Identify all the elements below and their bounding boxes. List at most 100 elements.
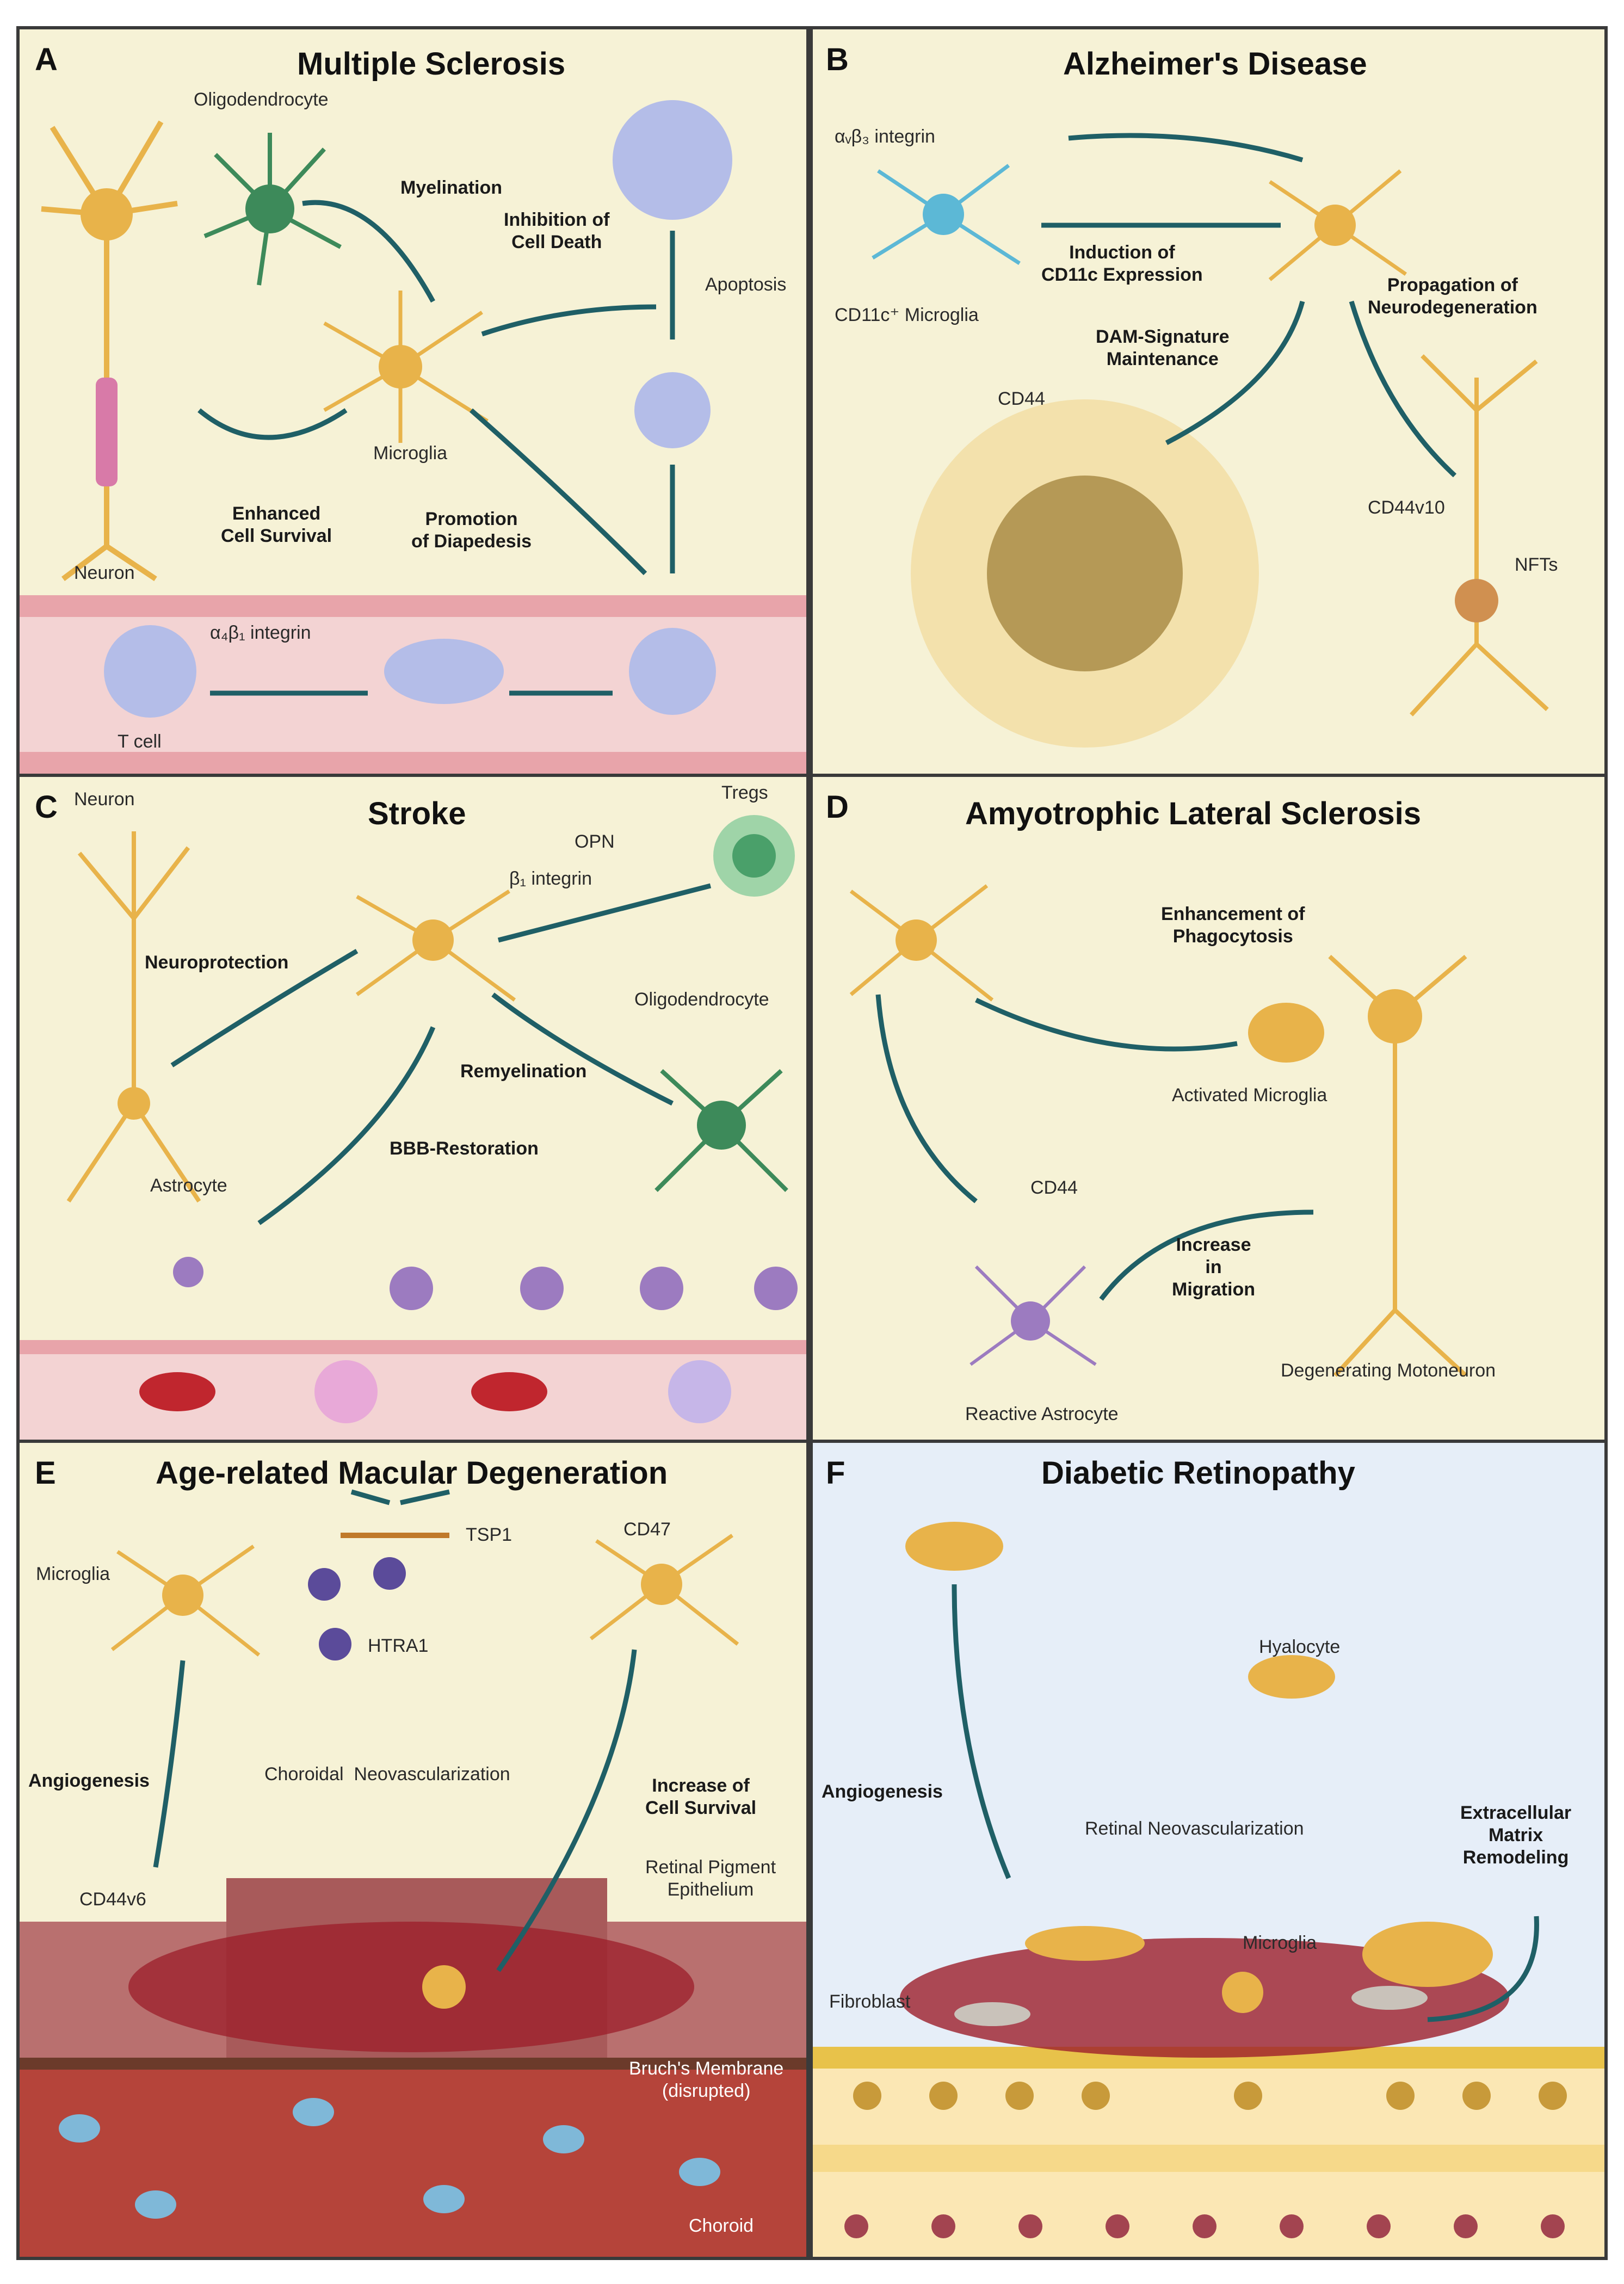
motoneuron-body xyxy=(1368,989,1422,1044)
astrocytes xyxy=(173,1257,798,1310)
microglia-body-left xyxy=(162,1575,203,1616)
phagocytosis-label: Enhancement of Phagocytosis xyxy=(1161,904,1305,947)
htra1-molecules xyxy=(308,1557,406,1660)
fibroblast-shape xyxy=(954,2002,1030,2026)
oligodendrocyte-body xyxy=(245,184,294,233)
microglia-label: Microglia xyxy=(373,443,448,464)
red-blood-cell xyxy=(471,1372,547,1411)
rnv-label: Retinal Neovascularization xyxy=(1085,1818,1304,1839)
induction-cd11c-label: Induction of CD11c Expression xyxy=(1041,242,1203,285)
endothelium xyxy=(20,1340,806,1354)
t-cell-migrating xyxy=(634,372,711,448)
choroidal-neovascularization xyxy=(128,1922,694,2052)
t-cell-rolling xyxy=(384,639,504,704)
panel-e-title: Age-related Macular Degeneration xyxy=(156,1455,668,1491)
cell-survival-label: Increase of Cell Survival xyxy=(645,1775,757,1818)
reactive-astrocyte-body xyxy=(1011,1301,1050,1341)
neuron-label: Neuron xyxy=(74,563,135,583)
panel-d-letter: D xyxy=(826,789,849,825)
cd11c-microglia-body xyxy=(923,194,964,235)
t-cell-adhering xyxy=(629,628,716,715)
leukocyte xyxy=(668,1360,731,1423)
panel-f-title: Diabetic Retinopathy xyxy=(1041,1455,1355,1491)
panel-c-title: Stroke xyxy=(368,796,466,831)
panel-d-illustration xyxy=(849,884,1467,1377)
microglia-label: Microglia xyxy=(36,1564,110,1584)
arrows xyxy=(952,1584,1539,2022)
panel-a-letter: A xyxy=(35,42,58,77)
angiogenesis-label: Angiogenesis xyxy=(822,1781,943,1802)
choroid-layer xyxy=(20,2069,806,2257)
opn-label: OPN xyxy=(575,831,615,852)
tsp1-label: TSP1 xyxy=(466,1524,512,1545)
bbb-restoration-label: BBB-Restoration xyxy=(390,1138,539,1159)
panel-b-title: Alzheimer's Disease xyxy=(1063,46,1367,82)
arrows xyxy=(875,994,1314,1301)
neuron-shape xyxy=(66,831,201,1203)
endothelium-top xyxy=(20,595,806,617)
panel-e-letter: E xyxy=(35,1455,56,1491)
microglia-body xyxy=(412,919,454,961)
microglia-body xyxy=(379,345,422,388)
activated-microglia-label: Activated Microglia xyxy=(1172,1085,1327,1106)
fibroblast-shape xyxy=(1351,1986,1428,2010)
cd44-label: CD44 xyxy=(1030,1177,1078,1198)
panel-f-letter: F xyxy=(826,1455,845,1491)
panel-c-stroke: C Stroke Neuron Tregs OPN β₁ integrin Ne… xyxy=(16,774,810,1443)
panel-c-letter: C xyxy=(35,789,58,825)
arrows xyxy=(1041,133,1457,478)
apoptotic-cell xyxy=(613,100,732,220)
hyalocyte-center xyxy=(1248,1655,1335,1699)
remyelination-label: Remyelination xyxy=(460,1061,587,1082)
propagation-neurodegeneration-label: Propagation of Neurodegeneration xyxy=(1368,275,1537,318)
panel-d-als: D Amyotrophic Lateral Sclerosis Enhancem… xyxy=(810,774,1608,1443)
bruchs-membrane-label: Bruch's Membrane (disrupted) xyxy=(629,2058,784,2101)
promotion-diapedesis-label: Promotion of Diapedesis xyxy=(411,509,532,552)
amyloid-plaque xyxy=(987,476,1183,671)
panel-f-illustration xyxy=(813,1522,1604,2257)
tregs-label: Tregs xyxy=(721,782,768,803)
apoptosis-label: Apoptosis xyxy=(705,274,787,295)
leukocyte xyxy=(314,1360,378,1423)
panel-b-alzheimers: B Alzheimer's Disease αᵥβ₃ integrin Indu… xyxy=(810,26,1608,777)
tregs-nucleus xyxy=(732,834,776,878)
cd44v6-label: CD44v6 xyxy=(79,1889,146,1910)
oligodendrocyte-body xyxy=(697,1101,746,1150)
fibroblast-label: Fibroblast xyxy=(829,1991,911,2012)
myelin-sheath xyxy=(96,378,118,486)
arrows xyxy=(170,883,712,1225)
panel-f-diabetic-retinopathy: F Diabetic Retinopathy Hyalocyte Angioge… xyxy=(810,1440,1608,2260)
panel-e-illustration xyxy=(20,1489,806,2257)
cd44-label: CD44 xyxy=(998,388,1045,409)
arrows xyxy=(153,1489,637,1972)
microglia-in-cnv xyxy=(422,1965,466,2009)
oligodendrocyte-label: Oligodendrocyte xyxy=(634,989,769,1010)
microglia-label: Microglia xyxy=(1243,1933,1317,1953)
enhanced-cell-survival-label: Enhanced Cell Survival xyxy=(221,503,332,546)
hyalocyte-left xyxy=(905,1522,1003,1571)
hyalocyte-elongated xyxy=(1362,1922,1493,1987)
integrin-label: α₄β₁ integrin xyxy=(210,622,311,643)
arrows xyxy=(197,200,675,696)
inhibition-cell-death-label: Inhibition of Cell Death xyxy=(504,209,610,252)
panel-e-amd: E Age-related Macular Degeneration Micro… xyxy=(16,1440,810,2260)
neuron-label: Neuron xyxy=(74,789,135,810)
reactive-astrocyte-label: Reactive Astrocyte xyxy=(965,1404,1119,1424)
myelination-label: Myelination xyxy=(400,177,503,198)
nft-neuron-body xyxy=(1455,579,1498,622)
neuroprotection-label: Neuroprotection xyxy=(145,952,289,973)
panel-a-illustration xyxy=(20,100,806,774)
htra1-label: HTRA1 xyxy=(368,1635,429,1656)
microglia-body xyxy=(1314,205,1356,246)
integrin-label: β₁ integrin xyxy=(509,868,592,889)
panel-c-illustration xyxy=(20,815,806,1440)
choroid-cells xyxy=(59,2098,720,2219)
oligodendrocyte-label: Oligodendrocyte xyxy=(194,89,329,110)
cd47-label: CD47 xyxy=(623,1519,671,1540)
panel-a-multiple-sclerosis: A Multiple Sclerosis Oligodendrocyte Mye… xyxy=(16,26,810,777)
neuron-body xyxy=(81,188,133,240)
nfts-label: NFTs xyxy=(1515,554,1558,575)
t-cell xyxy=(104,625,196,718)
cd44v10-label: CD44v10 xyxy=(1368,497,1445,518)
red-blood-cell xyxy=(139,1372,215,1411)
